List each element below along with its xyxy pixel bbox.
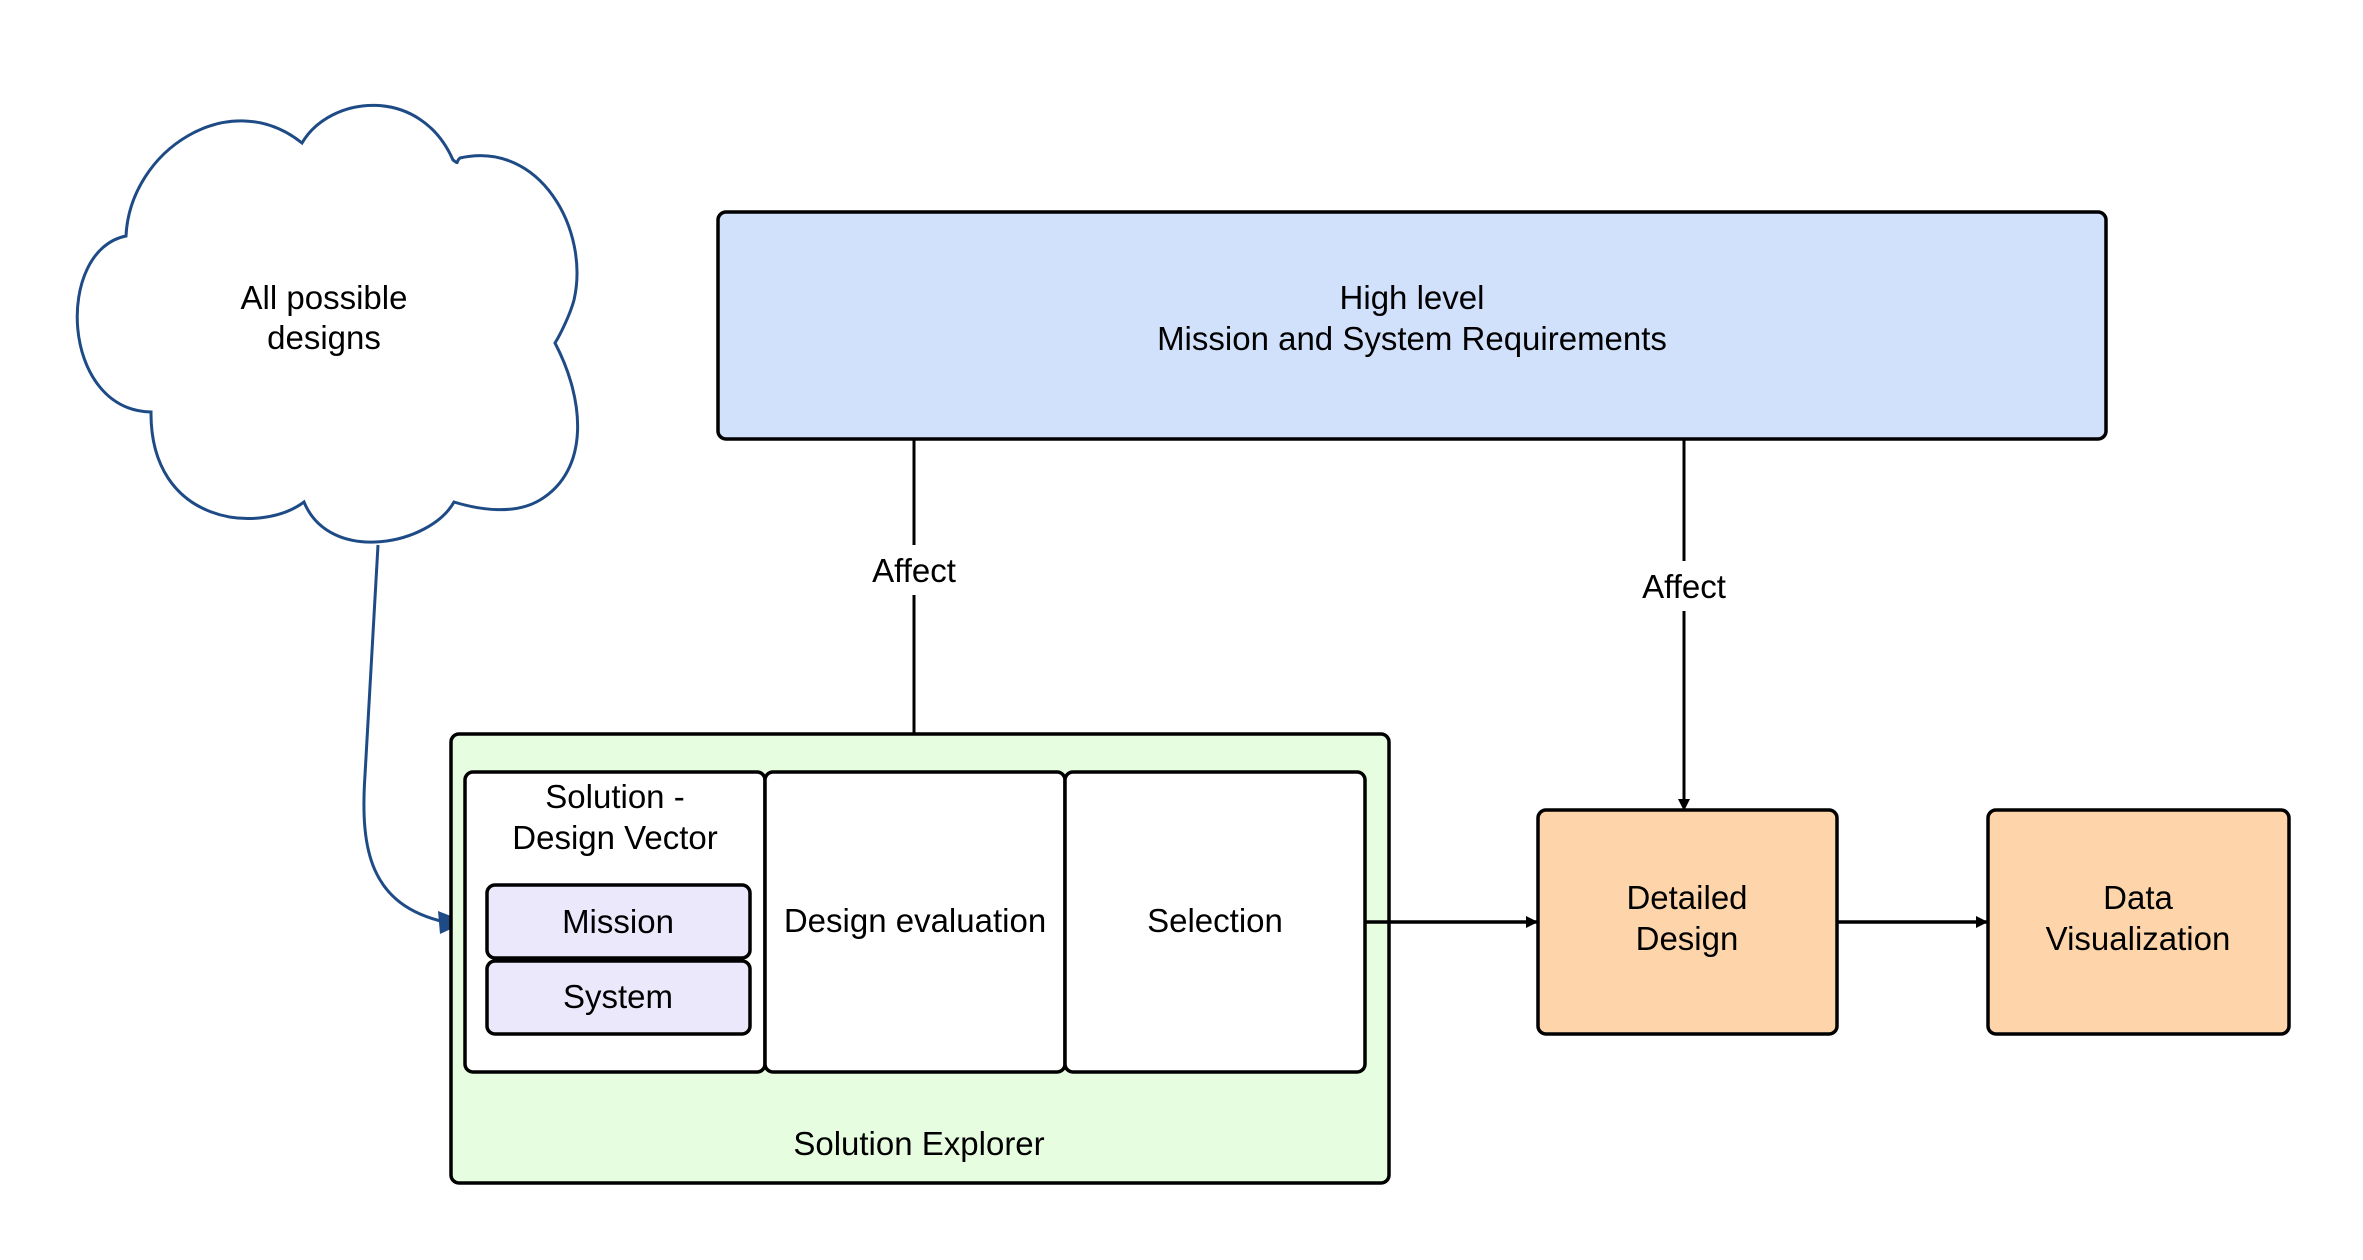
- design-evaluation-label: Design evaluation: [784, 902, 1046, 939]
- selection-label: Selection: [1147, 902, 1283, 939]
- design-evaluation-box[interactable]: Design evaluation: [763, 770, 1067, 1074]
- cloud-shape: [75, 103, 579, 544]
- design-vector-item-system[interactable]: System: [485, 959, 752, 1036]
- cloud-to-design-vector-connector: [362, 544, 446, 924]
- design-vector-item-mission[interactable]: Mission: [485, 883, 752, 960]
- requirements-box[interactable]: High level Mission and System Requiremen…: [716, 210, 2108, 441]
- cloud-label-line2: designs: [267, 319, 381, 356]
- design-vector-label-line1: Solution -: [545, 778, 684, 815]
- all-possible-designs-cloud[interactable]: All possible designs: [75, 103, 579, 544]
- data-visualization-box[interactable]: Data Visualization: [1986, 808, 2291, 1036]
- selection-box[interactable]: Selection: [1063, 770, 1367, 1074]
- cloud-label-line1: All possible: [241, 279, 408, 316]
- design-vector-label-line2: Design Vector: [512, 819, 717, 856]
- mission-label: Mission: [562, 903, 674, 940]
- requirements-label-line2: Mission and System Requirements: [1157, 320, 1667, 357]
- data-visualization-label-line1: Data: [2103, 879, 2173, 916]
- solution-explorer[interactable]: Solution Explorer Solution - Design Vect…: [449, 732, 1391, 1185]
- affect-right-label: Affect: [1642, 568, 1726, 605]
- detailed-design-box[interactable]: Detailed Design: [1536, 808, 1839, 1036]
- detailed-design-label-line2: Design: [1636, 920, 1739, 957]
- affect-left-label: Affect: [872, 552, 956, 589]
- solution-explorer-label: Solution Explorer: [793, 1125, 1044, 1162]
- design-vector-box[interactable]: Solution - Design Vector Mission System: [463, 770, 767, 1074]
- data-visualization-label-line2: Visualization: [2046, 920, 2231, 957]
- detailed-design-label-line1: Detailed: [1626, 879, 1747, 916]
- requirements-label-line1: High level: [1340, 279, 1485, 316]
- system-label: System: [563, 978, 673, 1015]
